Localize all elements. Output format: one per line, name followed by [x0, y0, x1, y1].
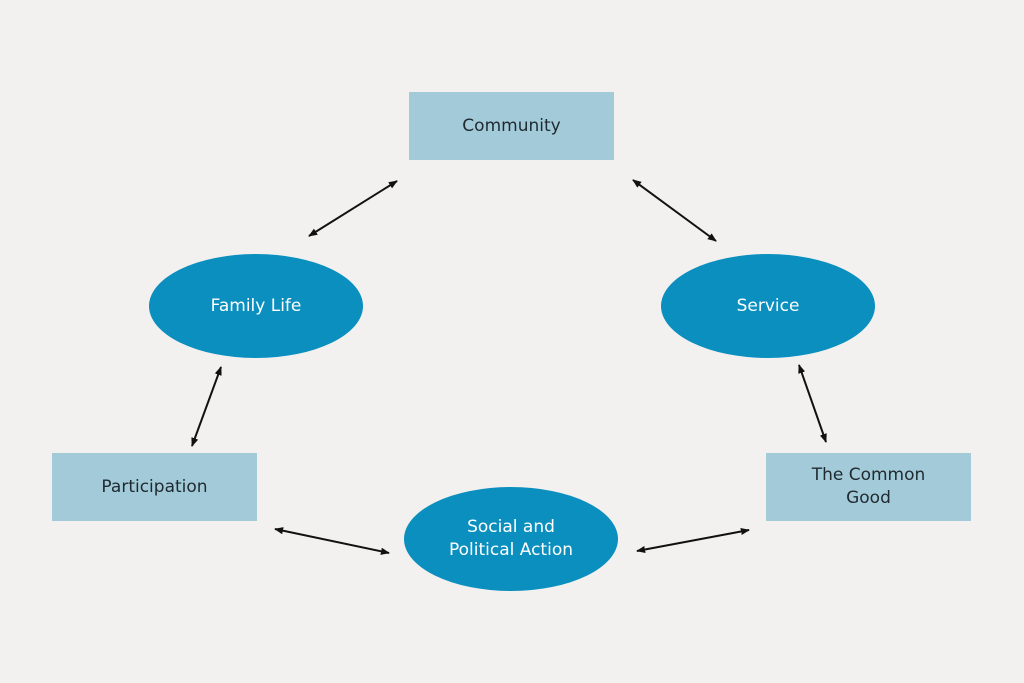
- arrow-community-family: [308, 180, 398, 237]
- arrow-participation-social: [274, 527, 390, 555]
- node-common-good-line1: The Common: [811, 465, 926, 485]
- node-participation-label: Participation: [101, 476, 208, 497]
- node-family-life-label: Family Life: [210, 295, 302, 316]
- node-social-line1: Social and: [467, 517, 555, 537]
- arrow-family-participation: [191, 366, 222, 447]
- node-family-life: Family Life: [149, 254, 363, 358]
- arrow-community-service: [632, 179, 717, 242]
- node-social-political-action: Social and Political Action: [404, 487, 618, 591]
- node-community-label: Community: [462, 115, 561, 136]
- node-service-label: Service: [736, 295, 800, 316]
- node-common-good: The Common Good: [766, 453, 971, 521]
- node-common-good-line2: Good: [846, 488, 891, 508]
- node-community: Community: [409, 92, 614, 160]
- arrow-social-commongood: [636, 527, 750, 554]
- node-social-line2: Political Action: [448, 540, 573, 560]
- arrow-service-commongood: [798, 364, 827, 443]
- node-participation: Participation: [52, 453, 257, 521]
- node-social-political-action-label: Social and Political Action: [449, 516, 573, 562]
- node-service: Service: [661, 254, 875, 358]
- node-common-good-label: The Common Good: [812, 464, 926, 510]
